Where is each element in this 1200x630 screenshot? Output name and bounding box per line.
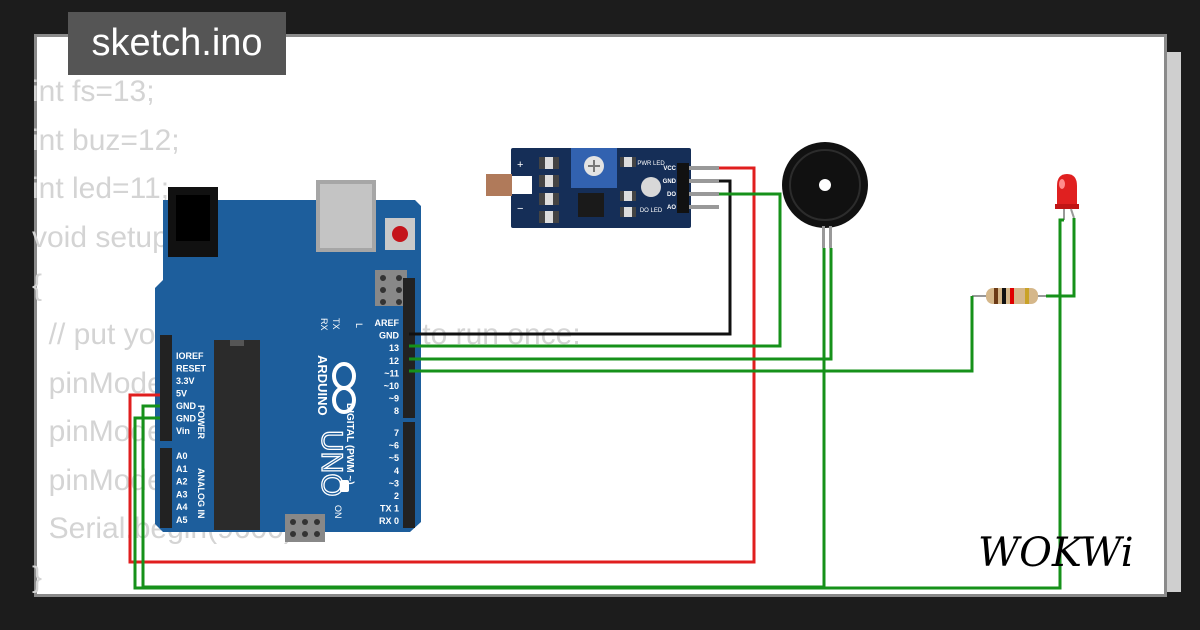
pin-label: GND bbox=[379, 331, 400, 341]
arduino-uno-board[interactable]: ARDUINO UNO DIGITAL (PWM ~) POWER ANALOG… bbox=[155, 180, 421, 542]
ldr-plus-label: + bbox=[517, 159, 523, 171]
digital-pin-labels-upper: AREF GND 13 12 ~11 ~10 ~9 8 bbox=[375, 318, 400, 416]
pin-label: ~3 bbox=[389, 478, 399, 488]
do-led-label: DO LED bbox=[640, 208, 663, 214]
code-line: int fs=13; bbox=[32, 75, 155, 108]
svg-text:WOKWi: WOKWi bbox=[978, 530, 1134, 576]
pin-label: 8 bbox=[394, 406, 399, 416]
code-line: int buz=12; bbox=[32, 123, 180, 157]
resistor[interactable] bbox=[972, 288, 1046, 304]
digital-header-upper bbox=[403, 278, 415, 418]
icsp-header-top bbox=[375, 270, 407, 306]
pin-label: DO bbox=[667, 192, 676, 198]
icsp-header-bottom bbox=[285, 514, 325, 542]
rx-label: RX bbox=[319, 318, 329, 331]
arduino-brand: ARDUINO bbox=[315, 355, 330, 416]
pin-label: AREF bbox=[375, 318, 400, 328]
pin-label: A1 bbox=[176, 464, 188, 474]
pin-label: 3.3V bbox=[176, 376, 195, 386]
pin-label: IOREF bbox=[176, 351, 204, 361]
pin-label: A3 bbox=[176, 489, 188, 499]
file-tab[interactable]: sketch.ino bbox=[68, 12, 286, 75]
pin-label: A2 bbox=[176, 477, 188, 487]
pin-label: 13 bbox=[389, 343, 399, 353]
wire-resistor-green bbox=[409, 296, 974, 373]
code-line: int led=11; bbox=[32, 172, 170, 206]
wire-vcc-red bbox=[128, 166, 756, 564]
wires bbox=[128, 166, 1076, 590]
pin-label: 7 bbox=[394, 428, 399, 438]
pin-label: GND bbox=[663, 179, 677, 185]
digital-pin-labels-lower: 7 ~6 ~5 4 ~3 2 TX 1 RX 0 bbox=[379, 428, 399, 526]
pin-label: A4 bbox=[176, 502, 188, 512]
vertical-scrollbar[interactable] bbox=[1167, 52, 1181, 592]
digital-header-lower bbox=[403, 422, 415, 528]
on-label: ON bbox=[333, 505, 343, 519]
sensor-pin-labels: VCC GND DO AO bbox=[663, 166, 677, 211]
pin-label: 2 bbox=[394, 491, 399, 501]
pin-label: ~11 bbox=[384, 368, 399, 378]
red-led[interactable] bbox=[1055, 174, 1079, 220]
comparator-chip bbox=[578, 193, 604, 217]
light-sensor-module[interactable]: + − PWR LED DO LED VCC GND DO AO bbox=[486, 148, 719, 228]
wire-led-gnd-green bbox=[133, 218, 1064, 590]
piezo-buzzer[interactable] bbox=[782, 142, 868, 248]
on-led bbox=[340, 480, 349, 492]
wire-led-anode-green bbox=[1046, 218, 1076, 298]
l-label: L bbox=[354, 323, 364, 328]
pin-label: 5V bbox=[176, 389, 187, 399]
pin-label: VCC bbox=[663, 166, 676, 172]
analog-header bbox=[160, 448, 172, 528]
pin-label: RESET bbox=[176, 364, 207, 374]
pin-label: ~6 bbox=[389, 441, 399, 451]
pin-label: RX 0 bbox=[379, 516, 399, 526]
pin-label: Vin bbox=[176, 426, 190, 436]
pin-label: GND bbox=[176, 414, 197, 424]
code-line: } bbox=[32, 560, 43, 594]
power-header bbox=[160, 335, 172, 441]
pin-label: ~9 bbox=[389, 394, 399, 404]
digital-label: DIGITAL (PWM ~) bbox=[344, 403, 355, 485]
tx-label: TX bbox=[331, 318, 341, 330]
pin-label: TX 1 bbox=[380, 504, 399, 514]
pin-label: ~5 bbox=[389, 453, 399, 463]
pin-label: A0 bbox=[176, 451, 188, 461]
wire-do-green bbox=[409, 192, 782, 348]
pin-label: GND bbox=[176, 401, 197, 411]
wire-gnd-black bbox=[409, 179, 732, 336]
wire-buzzer-signal-green bbox=[409, 248, 833, 361]
pin-label: 4 bbox=[394, 466, 399, 476]
photoresistor bbox=[486, 174, 512, 196]
ldr-minus-label: − bbox=[517, 203, 523, 215]
power-pin-labels: IOREF RESET 3.3V 5V GND GND Vin bbox=[176, 351, 207, 436]
analog-label: ANALOG IN bbox=[196, 468, 206, 519]
code-line: { bbox=[32, 269, 43, 303]
pin-label: 12 bbox=[389, 356, 399, 366]
arduino-infinity-logo bbox=[332, 362, 356, 414]
pin-label: ~10 bbox=[384, 381, 399, 391]
pwr-led bbox=[641, 177, 661, 197]
pwr-led-label: PWR LED bbox=[637, 161, 665, 167]
atmega-chip bbox=[214, 340, 260, 530]
pin-label: A5 bbox=[176, 515, 188, 525]
wokwi-logo: WOKWi bbox=[978, 530, 1134, 576]
power-label: POWER bbox=[196, 405, 206, 440]
pin-label: AO bbox=[667, 205, 676, 211]
